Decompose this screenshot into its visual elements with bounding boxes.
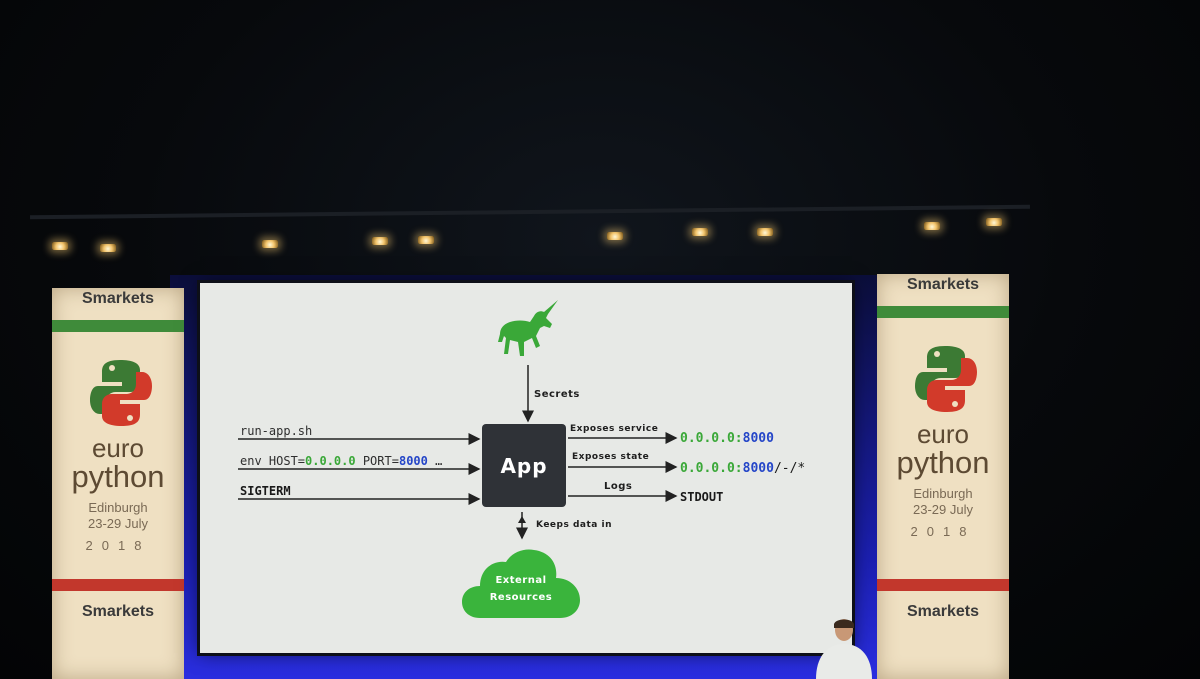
input-env-vars: env HOST=0.0.0.0 PORT=8000 … [240,454,442,468]
cloud-label-line1: External [460,572,582,589]
env-port-key: PORT= [356,454,399,468]
env-host-value: 0.0.0.0 [305,454,356,468]
unicorn-icon [496,298,562,360]
speaker-figure [812,618,876,679]
app-label: App [500,454,547,478]
exposes-service-label: Exposes service [570,424,658,434]
env-prefix: env HOST= [240,454,305,468]
env-port-value: 8000 [399,454,428,468]
state-path: /-/* [774,461,805,476]
secrets-label: Secrets [534,389,580,400]
service-port: 8000 [743,431,774,446]
service-address: 0.0.0.0:8000 [680,431,774,446]
input-sigterm: SIGTERM [240,484,291,498]
app-box: App [482,424,566,507]
state-port: 8000 [743,461,774,476]
state-address: 0.0.0.0:8000/-/* [680,461,805,476]
service-host: 0.0.0.0: [680,431,743,446]
logs-target: STDOUT [680,490,723,504]
input-run-app: run-app.sh [240,424,312,438]
cloud-label-line2: Resources [460,589,582,606]
exposes-state-label: Exposes state [572,452,649,462]
state-host: 0.0.0.0: [680,461,743,476]
keeps-data-label: Keeps data in [536,520,612,530]
env-ellipsis: … [428,454,442,468]
logs-label: Logs [604,481,632,492]
